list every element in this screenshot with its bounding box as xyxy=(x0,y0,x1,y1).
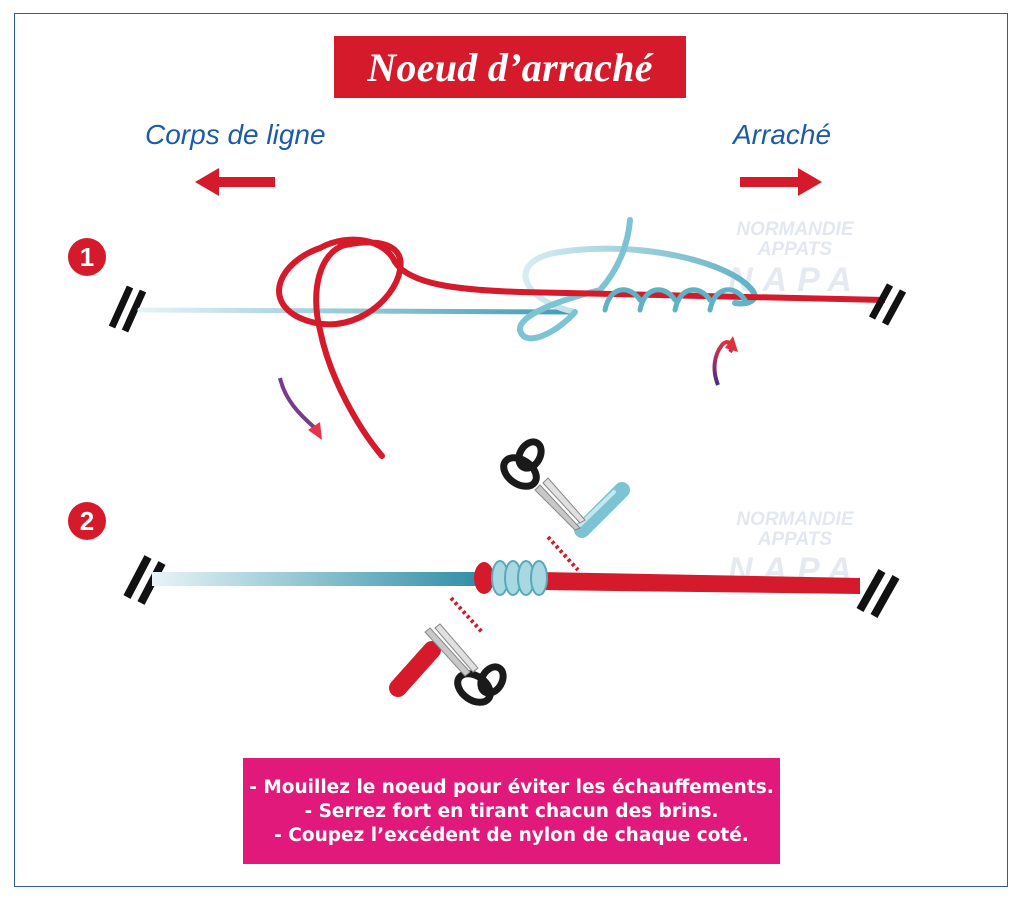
pull-down-arrow-icon xyxy=(278,377,322,440)
watermark-logo-1: NORMANDIE APPATS NAPA xyxy=(728,220,862,300)
watermark-line-2: APPATS xyxy=(757,239,833,260)
leader-line-red-tied xyxy=(540,572,860,594)
leader-line-red xyxy=(519,289,886,303)
watermark-line-3: NAPA xyxy=(728,261,862,299)
scissors-icon-lower xyxy=(424,623,507,706)
leader-line-red-loop xyxy=(276,236,523,459)
wrap-direction-arrow-icon xyxy=(712,336,738,386)
cut-line-lower xyxy=(449,596,484,634)
tip-line: - Mouillez le noeud pour éviter les écha… xyxy=(249,776,774,798)
finished-knot xyxy=(474,560,548,596)
right-arrow-icon xyxy=(740,168,822,196)
step-1-illustration xyxy=(108,217,907,459)
left-arrow-icon xyxy=(195,168,275,196)
step-1-badge: 1 xyxy=(68,238,106,276)
diagram-frame xyxy=(14,13,1008,887)
left-direction-label: Corps de ligne xyxy=(145,119,326,150)
main-line-blue-tied xyxy=(152,572,482,586)
right-direction-label: Arraché xyxy=(733,119,832,150)
line-break-mark-left xyxy=(108,285,147,333)
watermark-line-1: NORMANDIE xyxy=(736,219,854,240)
main-line-blue xyxy=(137,307,578,315)
cut-blue-end xyxy=(574,482,630,538)
diagram-title: Noeud d’arraché xyxy=(367,44,653,90)
tip-line: - Coupez l’excédent de nylon de chaque c… xyxy=(274,824,749,846)
title-banner: Noeud d’arraché xyxy=(334,36,686,98)
tips-box: - Mouillez le noeud pour éviter les écha… xyxy=(243,758,780,864)
watermark-line-2: APPATS xyxy=(757,529,833,550)
knot-wraps xyxy=(602,287,748,313)
line-break-mark-left-2 xyxy=(123,555,166,605)
main-line-blue-tag xyxy=(517,217,633,342)
scissors-icon-upper xyxy=(500,438,586,531)
cut-line-upper xyxy=(546,535,580,572)
step-2-illustration xyxy=(123,438,900,706)
watermark-line-1: NORMANDIE xyxy=(736,509,854,530)
line-break-mark-right xyxy=(868,283,907,326)
cut-red-end xyxy=(389,641,441,697)
line-break-mark-right-2 xyxy=(856,569,900,618)
tip-line: - Serrez fort en tirant chacun des brins… xyxy=(304,800,719,822)
step-2-badge: 2 xyxy=(68,502,106,540)
